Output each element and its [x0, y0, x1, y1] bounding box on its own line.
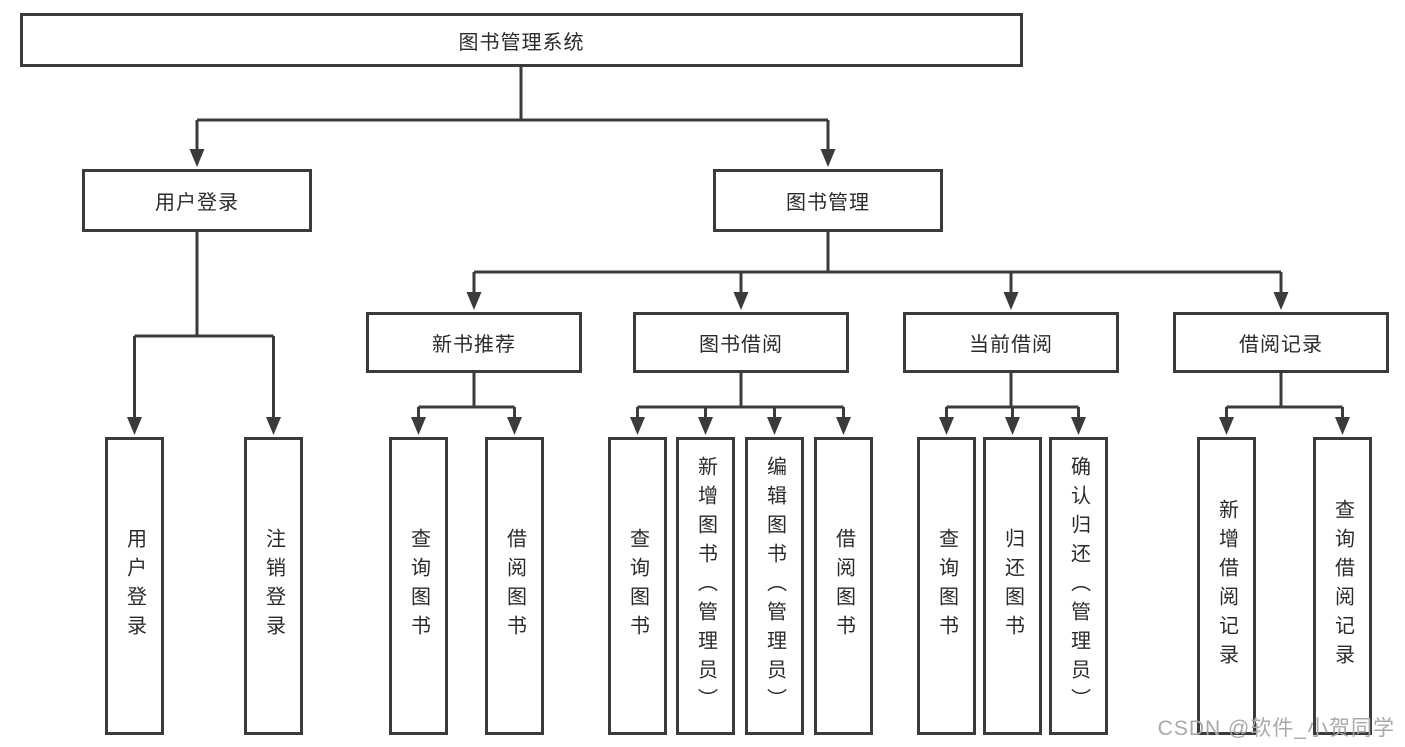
arrowhead: [1005, 417, 1020, 435]
leaf-query-books-recommend: 查询图书: [389, 437, 448, 735]
arrowhead: [767, 417, 782, 435]
leaf-query-books-current: 查询图书: [917, 437, 976, 735]
connector-root-to-level2: [195, 67, 830, 151]
leaf-borrow-books: 借阅图书: [814, 437, 873, 735]
node-new-book-recommendation: 新书推荐: [366, 312, 582, 373]
leaf-confirm-return-admin: 确认归还（管理员）: [1049, 437, 1108, 735]
arrowhead: [127, 417, 142, 435]
arrowhead: [507, 417, 522, 435]
arrowhead: [836, 417, 851, 435]
arrowhead: [1273, 292, 1289, 310]
csdn-watermark: CSDN @软件_小贺同学: [1157, 717, 1395, 740]
arrowhead: [411, 417, 426, 435]
connector-lines: [133, 67, 1344, 419]
leaf-logout: 注销登录: [244, 437, 303, 735]
connector-user-login-children: [133, 232, 275, 419]
connector-book-management-children: [472, 232, 1283, 294]
leaf-query-borrow-record: 查询借阅记录: [1313, 437, 1372, 735]
leaf-add-borrow-record: 新增借阅记录: [1197, 437, 1256, 735]
node-borrowing-records: 借阅记录: [1173, 312, 1389, 373]
arrowhead: [1003, 292, 1019, 310]
arrowheads: [127, 149, 1350, 435]
arrowhead: [1071, 417, 1086, 435]
leaf-query-books-borrow: 查询图书: [608, 437, 667, 735]
arrowhead: [698, 417, 713, 435]
node-library-management-system: 图书管理系统: [20, 13, 1023, 67]
arrowhead: [1335, 417, 1350, 435]
arrowhead: [630, 417, 645, 435]
node-current-borrowing: 当前借阅: [903, 312, 1119, 373]
arrowhead: [189, 149, 205, 167]
arrowhead: [939, 417, 954, 435]
leaf-edit-books-admin: 编辑图书（管理员）: [745, 437, 804, 735]
arrowhead: [266, 417, 281, 435]
connector-borrowing-records-children: [1225, 373, 1344, 419]
leaf-return-books: 归还图书: [983, 437, 1042, 735]
leaf-add-books-admin: 新增图书（管理员）: [676, 437, 735, 735]
leaf-user-login: 用户登录: [105, 437, 164, 735]
leaf-borrow-books-recommend: 借阅图书: [485, 437, 544, 735]
connector-current-borrowing-children: [945, 373, 1080, 419]
arrowhead: [820, 149, 836, 167]
connector-new-book-children: [417, 373, 516, 419]
arrowhead: [466, 292, 482, 310]
node-user-login: 用户登录: [82, 169, 312, 232]
arrowhead: [1219, 417, 1234, 435]
node-book-borrowing: 图书借阅: [633, 312, 849, 373]
node-book-management: 图书管理: [713, 169, 943, 232]
arrowhead: [733, 292, 749, 310]
connector-book-borrowing-children: [636, 373, 845, 419]
